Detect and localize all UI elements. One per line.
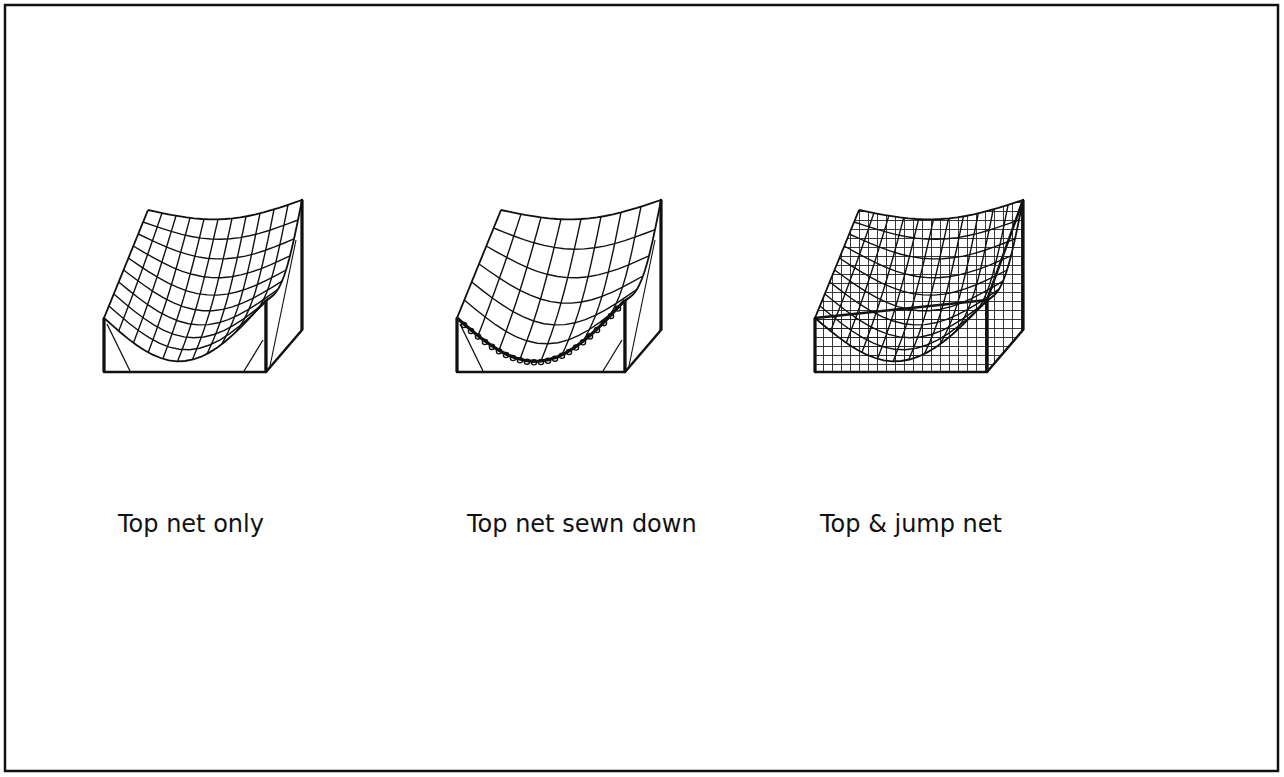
net-edge bbox=[266, 200, 302, 300]
net-strand bbox=[854, 220, 1019, 239]
cage-box bbox=[104, 200, 302, 372]
stitch bbox=[524, 359, 529, 364]
stitch bbox=[594, 327, 599, 332]
net-edge bbox=[501, 200, 661, 219]
net-strand bbox=[849, 234, 1015, 259]
net-strand bbox=[114, 294, 274, 338]
stitch bbox=[461, 322, 466, 327]
stitch bbox=[496, 349, 501, 354]
net-surface bbox=[457, 200, 661, 361]
corner-post bbox=[103, 318, 106, 372]
stitch bbox=[510, 355, 515, 360]
net-strand bbox=[830, 282, 999, 325]
corner-post bbox=[660, 200, 663, 330]
net-strand bbox=[133, 246, 290, 278]
net-surface bbox=[815, 200, 1023, 361]
net-strand bbox=[472, 282, 637, 325]
net-strand bbox=[844, 246, 1011, 278]
net-edge bbox=[457, 210, 501, 318]
stitch bbox=[573, 345, 578, 350]
wall-fold bbox=[244, 340, 263, 371]
corner-post bbox=[1022, 200, 1025, 330]
corner-post bbox=[814, 318, 817, 372]
stitch bbox=[489, 344, 494, 349]
net-edge bbox=[815, 210, 859, 318]
stitch bbox=[615, 306, 620, 311]
stitch bbox=[538, 359, 543, 364]
net-strand bbox=[541, 219, 581, 361]
caption-label: Top net only bbox=[118, 510, 264, 539]
net-strand bbox=[479, 264, 643, 303]
cage-box bbox=[457, 200, 661, 372]
net-edge bbox=[457, 300, 625, 361]
stitch bbox=[503, 352, 508, 357]
stitch bbox=[608, 313, 613, 318]
caption-label: Top & jump net bbox=[820, 510, 1002, 539]
corner-post bbox=[456, 318, 459, 372]
net-edge bbox=[987, 200, 1023, 300]
stitch bbox=[517, 358, 522, 363]
corner-post bbox=[986, 300, 989, 372]
net-strand bbox=[486, 246, 649, 278]
net-strand bbox=[251, 205, 288, 316]
stitch bbox=[482, 339, 487, 344]
stitch bbox=[531, 360, 536, 365]
stitch bbox=[559, 353, 564, 358]
net-edge bbox=[148, 200, 302, 219]
net-edge bbox=[104, 300, 266, 361]
cage-box bbox=[815, 200, 1023, 372]
corner-post bbox=[624, 300, 627, 372]
stitch bbox=[601, 321, 606, 326]
net-strand bbox=[494, 228, 655, 249]
stitch bbox=[566, 349, 571, 354]
stitch bbox=[545, 358, 550, 363]
frame-border bbox=[5, 5, 1278, 771]
stitch bbox=[552, 356, 557, 361]
net-strand bbox=[119, 282, 278, 325]
caption-label: Top net sewn down bbox=[467, 510, 697, 539]
net-strand bbox=[825, 294, 995, 338]
net-edge bbox=[104, 210, 148, 318]
net-strand bbox=[478, 214, 521, 336]
corner-post bbox=[301, 200, 304, 330]
net-edge bbox=[859, 200, 1023, 219]
corner-post bbox=[265, 300, 268, 372]
net-surface bbox=[104, 200, 302, 361]
net-edge bbox=[625, 200, 661, 300]
stitch bbox=[580, 340, 585, 345]
cage-sketches bbox=[104, 200, 1023, 372]
stitch bbox=[475, 334, 480, 339]
stitch bbox=[587, 334, 592, 339]
wall-fold bbox=[603, 340, 622, 371]
stitch bbox=[468, 328, 473, 333]
net-strand bbox=[940, 213, 978, 344]
net-strand bbox=[138, 234, 294, 259]
net-strand bbox=[143, 220, 298, 239]
net-edge bbox=[815, 300, 987, 361]
